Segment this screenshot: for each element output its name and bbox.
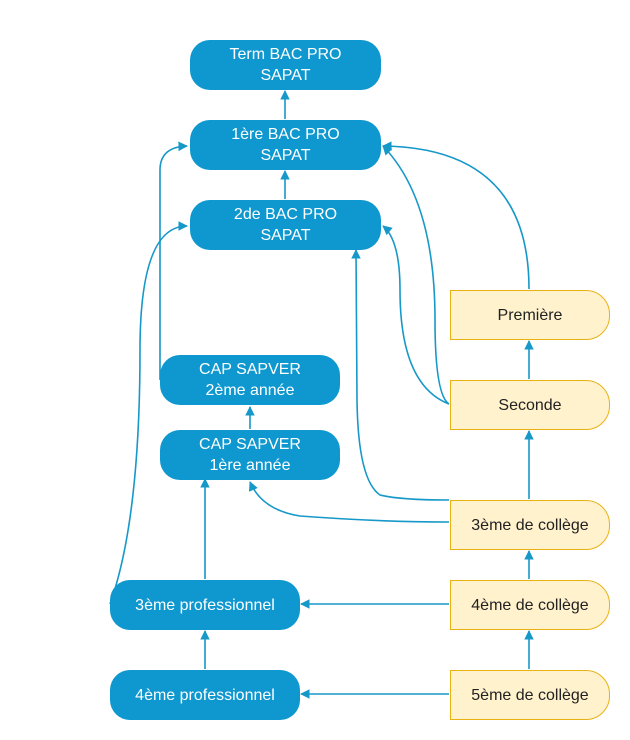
node-1ere-bac-pro: 1ère BAC PRO SAPAT: [190, 120, 381, 170]
arrow-cap2-to-1ere: [159, 141, 188, 381]
arrow-3col-to-cap1: [248, 481, 450, 523]
node-3eme-professionnel: 3ème professionnel: [110, 580, 300, 630]
arrow-premiere-to-1ere: [382, 141, 530, 290]
node-term-bac-pro: Term BAC PRO SAPAT: [190, 40, 381, 90]
node-cap-2eme-annee: CAP SAPVER 2ème année: [160, 355, 340, 405]
node-4eme-college: 4ème de collège: [450, 580, 610, 630]
arrow-seconde-to-1ere: [382, 145, 450, 405]
node-4eme-professionnel: 4ème professionnel: [110, 670, 300, 720]
node-cap-1ere-annee: CAP SAPVER 1ère année: [160, 430, 340, 480]
node-premiere: Première: [450, 290, 610, 340]
node-2de-bac-pro: 2de BAC PRO SAPAT: [190, 200, 381, 250]
node-5eme-college: 5ème de collège: [450, 670, 610, 720]
node-3eme-college: 3ème de collège: [450, 500, 610, 550]
arrow-3pro-to-2de: [109, 221, 188, 605]
arrow-3col-to-2de: [351, 249, 450, 501]
node-seconde: Seconde: [450, 380, 610, 430]
arrow-seconde-to-2de: [382, 225, 450, 405]
